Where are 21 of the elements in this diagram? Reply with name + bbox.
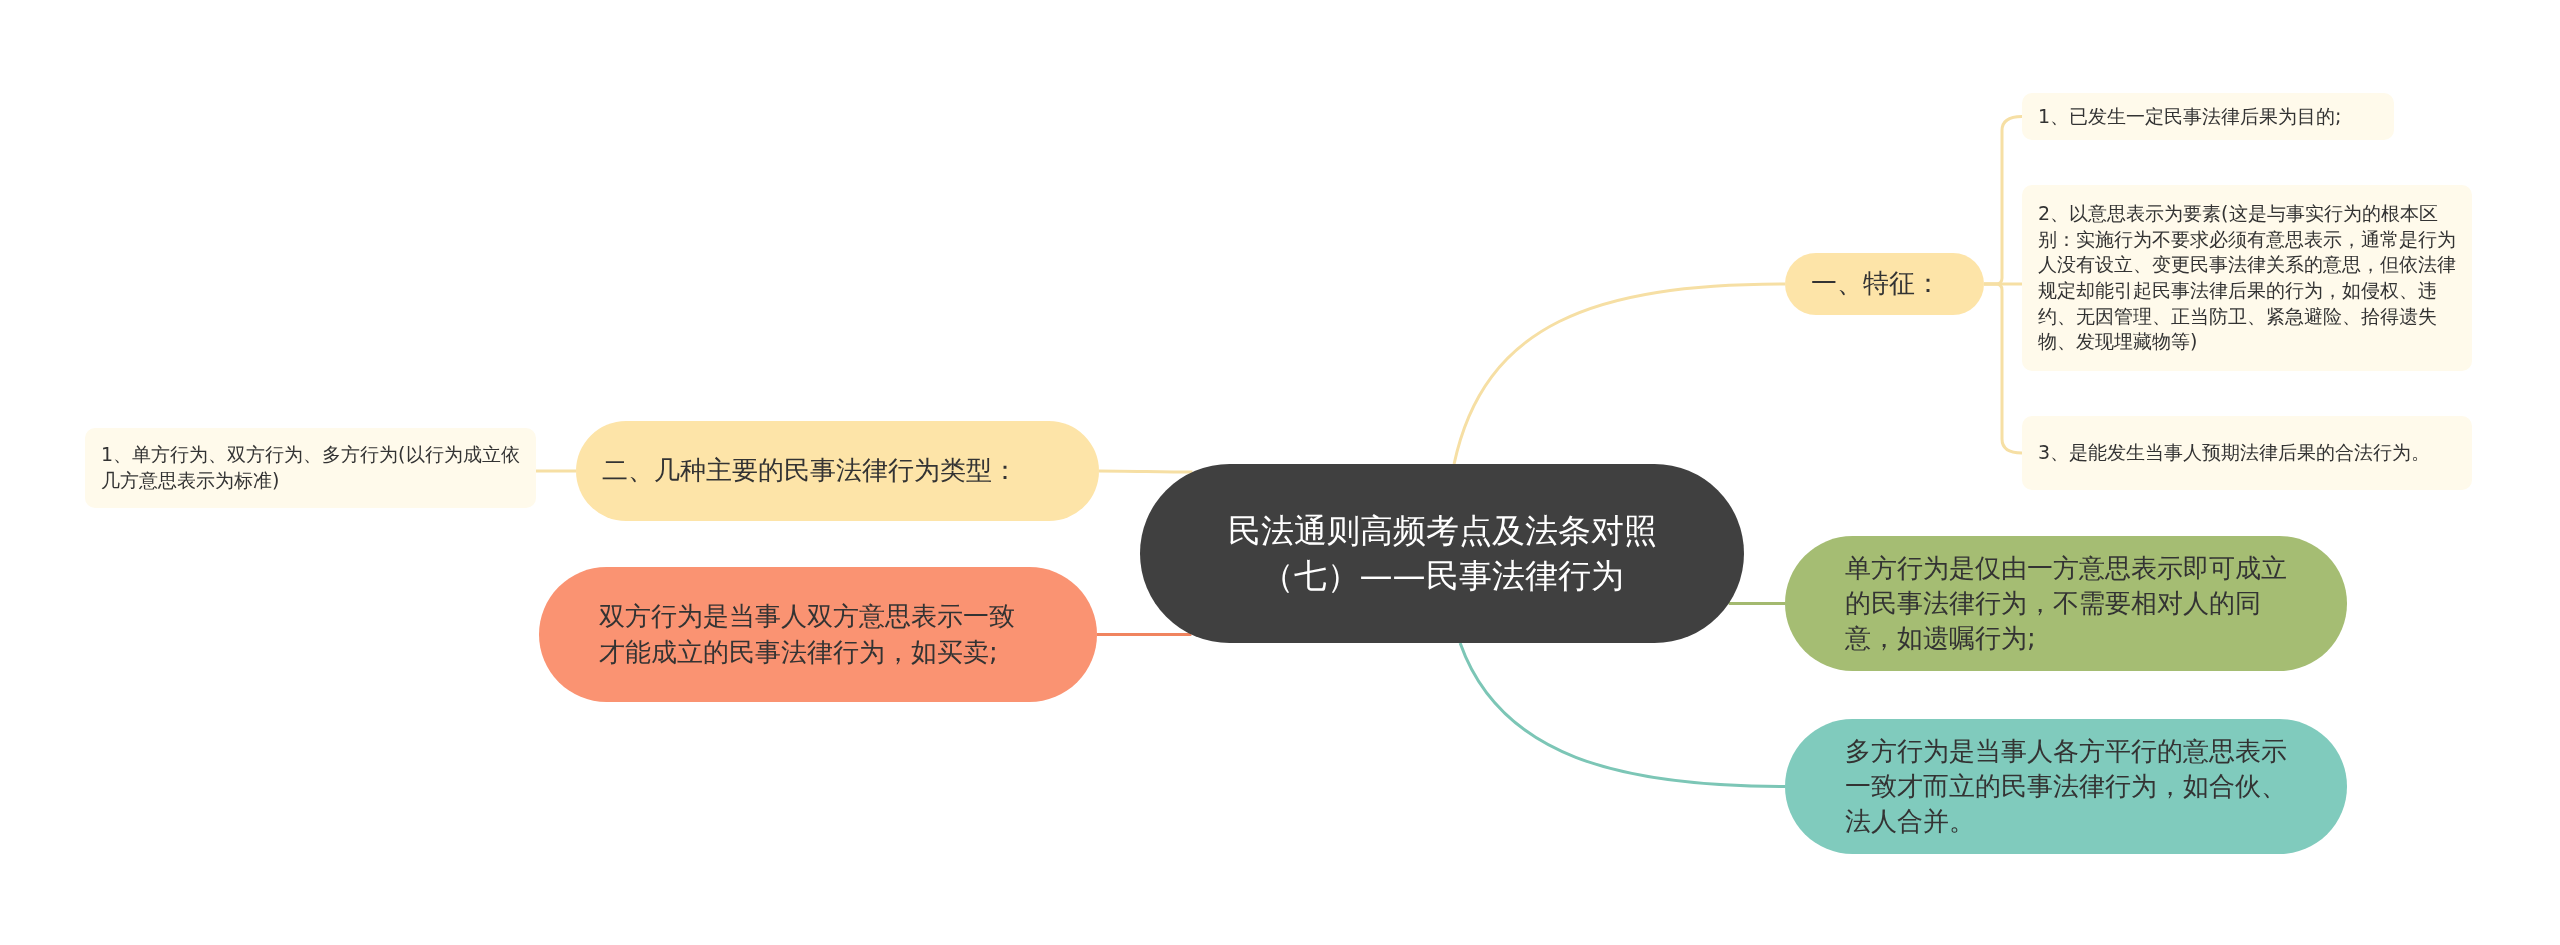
leaf-card xyxy=(2022,416,2472,490)
leaf-card xyxy=(2022,93,2394,140)
node-text: 二、几种主要的民事法律行为类型： xyxy=(602,454,1018,488)
connector-line xyxy=(1097,633,1192,636)
node-text: 多方行为是当事人各方平行的意思表示一致才而立的民事法律行为，如合伙、法人合并。 xyxy=(1845,734,2287,839)
connector-line xyxy=(536,469,576,473)
node-text: 1、已发生一定民事法律后果为目的; xyxy=(2038,103,2342,129)
leaf-card xyxy=(85,428,536,508)
connector-line xyxy=(1984,282,2023,455)
node-text: 双方行为是当事人双方意思表示一致才能成立的民事法律行为，如买卖; xyxy=(599,600,1016,669)
connector-line xyxy=(1458,642,1786,788)
node-text: 民法通则高频考点及法条对照（七）——民事法律行为 xyxy=(1226,509,1658,597)
leaf-card xyxy=(2022,185,2472,371)
node-text: 一、特征： xyxy=(1811,267,1941,301)
connector-line xyxy=(1452,282,1786,465)
node-text: 3、是能发生当事人预期法律后果的合法行为。 xyxy=(2038,440,2431,466)
node-text: 单方行为是仅由一方意思表示即可成立的民事法律行为，不需要相对人的同意，如遗嘱行为; xyxy=(1845,551,2287,656)
connector-line xyxy=(1728,602,1785,605)
node-text: 2、以意思表示为要素(这是与事实行为的根本区别：实施行为不要求必须有意思表示，通常是行为人没有设立、变更民事法律关系的意思，但依法律规定却能引起民事法律后果的行为，如侵权、违约、无因管理、正当防卫、紧急避险、拾得遗失物、发现埋藏物等) xyxy=(2038,201,2456,355)
connector-line xyxy=(1099,469,1193,474)
node-text: 1、单方行为、双方行为、多方行为(以行为成立依几方意思表示为标准) xyxy=(101,442,520,493)
